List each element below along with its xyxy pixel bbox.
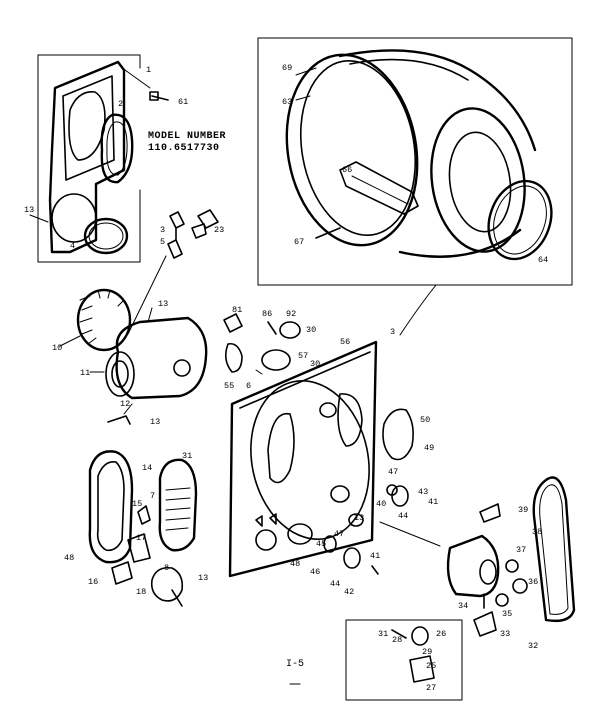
page-number: I-5 [286,659,304,670]
drum-front-opening [430,107,526,253]
label-30b: 30 [310,359,320,369]
label-13d: 13 [150,417,160,427]
label-15: 15 [132,499,142,509]
label-27: 27 [426,683,436,693]
label-13e: 13 [198,573,208,583]
label-57: 57 [298,351,308,361]
front-panel [48,60,126,254]
drum-baffle [339,161,419,215]
label-25: 25 [426,661,436,671]
heater-housing [158,458,198,552]
label-45: 45 [316,539,326,549]
front-gasket [83,217,129,255]
label-31b: 31 [378,629,388,639]
model-heading: MODEL NUMBER [148,131,226,142]
label-29: 29 [422,647,432,657]
label-17: 17 [136,533,146,543]
bearing-group: 50 49 47 40 43 41 44 47 45 46 44 41 42 [310,408,438,597]
motor-group: 39 38 37 36 35 34 33 32 [379,476,576,651]
label-33: 33 [500,629,510,639]
door-switch-group: 3 5 23 [160,209,224,259]
label-49: 49 [424,443,434,453]
label-30: 30 [306,325,316,335]
label-47: 47 [388,467,398,477]
label-32: 32 [528,641,538,651]
label-40: 40 [376,499,386,509]
label-13: 13 [24,205,34,215]
drum-seal [487,179,553,261]
label-5: 5 [160,237,165,247]
label-39: 39 [518,505,528,515]
label-66: 66 [342,165,352,175]
label-48b: 48 [64,553,74,563]
blower-wheel [76,288,132,352]
label-36: 36 [528,577,538,587]
duct-group: 12 13 14 31 15 7 17 48 8 16 18 13 [64,399,208,607]
label-13c: 13 [354,513,364,523]
drive-belt [532,476,576,623]
label-46: 46 [310,567,320,577]
label-34: 34 [458,601,468,611]
label-61: 61 [178,97,188,107]
blower-group: 10 11 13 [52,255,208,400]
label-44b: 44 [330,579,340,589]
label-13b: 13 [158,299,168,309]
label-11: 11 [80,368,90,378]
label-63: 63 [282,97,292,107]
label-10: 10 [52,343,62,353]
label-8: 8 [164,563,169,573]
label-41b: 41 [370,551,380,561]
label-48: 48 [290,559,300,569]
label-35: 35 [502,609,512,619]
label-92: 92 [286,309,296,319]
label-18: 18 [136,587,146,597]
thermostat-group: 81 86 92 30 57 30 55 6 [223,305,320,391]
label-56: 56 [340,337,350,347]
label-6: 6 [246,381,251,391]
motor [446,534,500,598]
label-12: 12 [120,399,130,409]
label-50: 50 [420,415,430,425]
label-86: 86 [262,309,272,319]
label-16: 16 [88,577,98,587]
label-3: 3 [160,225,165,235]
label-23: 23 [214,225,224,235]
door-seal [100,113,134,184]
drum-group: 69 63 66 67 64 [257,37,573,286]
label-2: 2 [118,99,123,109]
blower-housing [115,316,208,400]
label-37: 37 [516,545,526,555]
label-7: 7 [150,491,155,501]
label-67: 67 [294,237,304,247]
label-28: 28 [392,635,402,645]
label-42: 42 [344,587,354,597]
label-3b: 3 [390,327,395,337]
label-47b: 47 [334,529,344,539]
label-44: 44 [398,511,408,521]
filter-plate [382,408,414,461]
front-panel-group: 1 2 61 13 4 [24,54,188,263]
label-64: 64 [538,255,548,265]
label-43: 43 [418,487,428,497]
label-1: 1 [146,65,151,75]
lint-duct [88,450,134,564]
label-14: 14 [142,463,152,473]
label-81: 81 [232,305,242,315]
label-31: 31 [182,451,192,461]
label-55: 55 [224,381,234,391]
label-38: 38 [532,527,542,537]
label-41: 41 [428,497,438,507]
label-69: 69 [282,63,292,73]
label-4: 4 [70,241,75,251]
model-number: 110.6517730 [148,143,220,154]
idler-group: 31 28 26 29 25 27 [345,619,463,701]
label-26: 26 [436,629,446,639]
